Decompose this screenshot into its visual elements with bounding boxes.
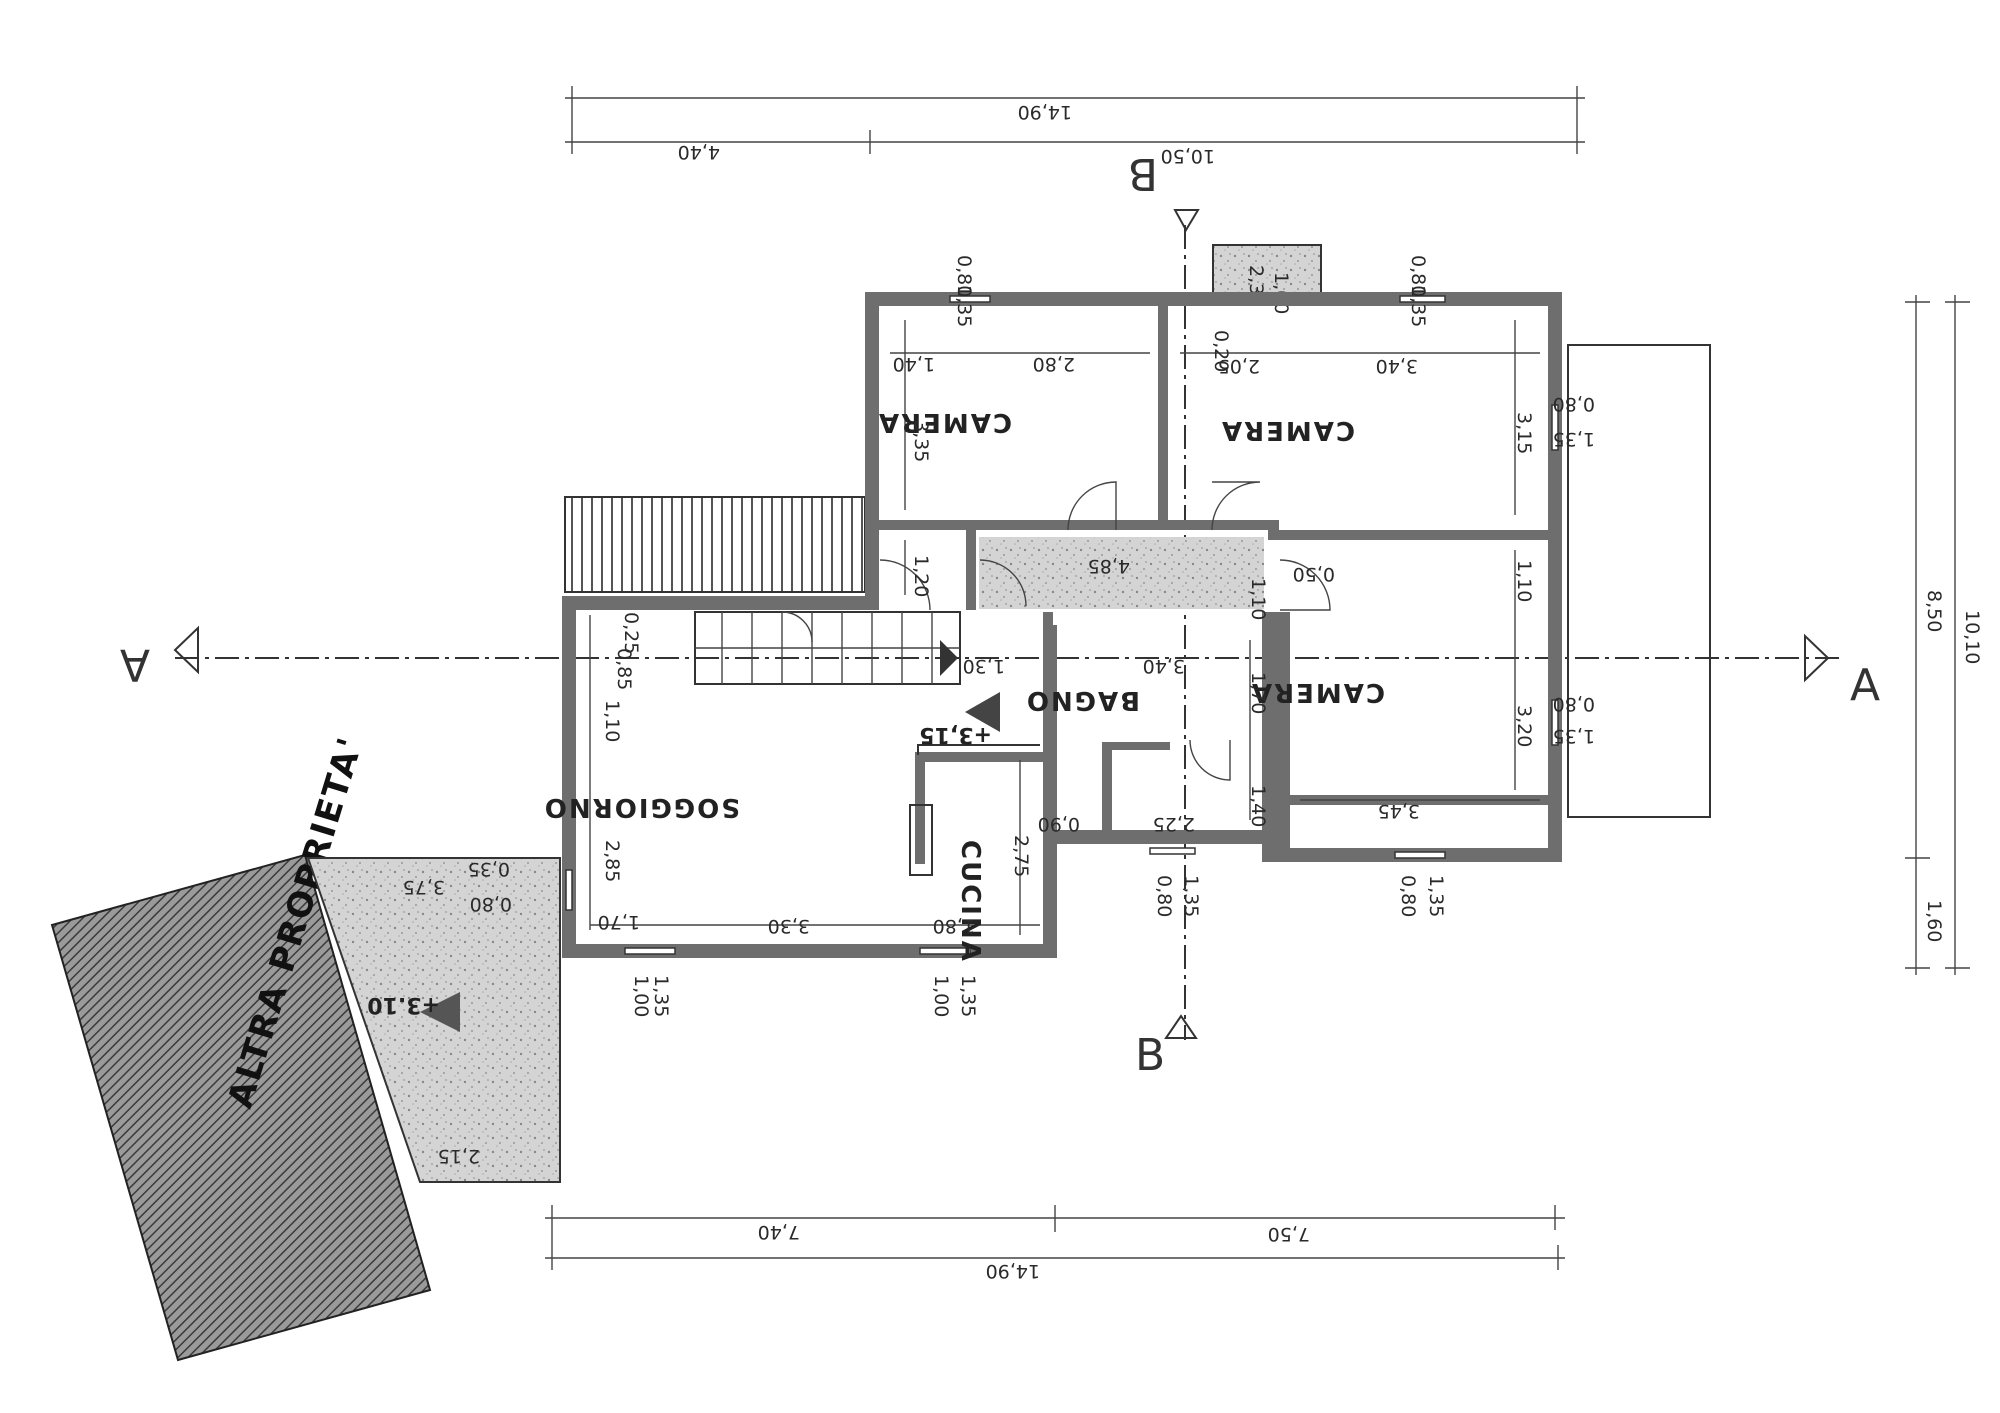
dim-bottom-right: 7,50 [1268, 1223, 1310, 1245]
dim-stair-085: 0,85 [613, 648, 635, 690]
dim-ter-080: 0,80 [470, 893, 512, 915]
dim-right-lower: 1,60 [1923, 900, 1945, 942]
section-a-right: A [1850, 660, 1880, 711]
dim-win-b4-a: 1,00 [930, 975, 952, 1017]
dim-cam2-w2: 3,40 [1376, 355, 1418, 377]
dimension-labels: 0,80 1,35 0,80 1,35 1,40 2,80 3,35 0,20 … [598, 255, 1595, 1017]
dim-stair-130: 1,30 [963, 655, 1005, 677]
dim-win-b2-b: 1,35 [1425, 875, 1447, 917]
dim-liv-180: 1,80 [933, 915, 975, 937]
dim-liv-170: 1,70 [598, 911, 640, 933]
dim-cuc-275: 2,75 [1010, 835, 1032, 877]
dim-corr-110a: 1,10 [1247, 578, 1269, 620]
corridor [979, 537, 1264, 609]
dim-cam1-h: 3,35 [910, 420, 932, 462]
room-camera-top-left: CAMERA [877, 407, 1012, 437]
dim-win-r2-a: 0,80 [1553, 693, 1595, 715]
dim-win-b4-b: 1,35 [957, 975, 979, 1017]
dim-corr-120: 1,20 [910, 555, 932, 597]
dim-win-b1-a: 0,80 [1153, 875, 1175, 917]
dim-bagno-340: 3,40 [1143, 655, 1185, 677]
dim-right-outer: 10,10 [1961, 610, 1983, 664]
dim-win-r1-a: 0,80 [1553, 393, 1595, 415]
dim-cam1-w2: 2,80 [1033, 353, 1075, 375]
walls [562, 292, 1562, 958]
dim-win-top1-b: 1,35 [953, 285, 975, 327]
terrace: +3.10 3,75 0,35 0,80 2,15 [306, 857, 561, 1183]
dim-win-top2-a: 0,80 [1407, 255, 1429, 297]
room-cucina: CUCINA [955, 840, 985, 963]
dim-top-left: 4,40 [678, 141, 720, 163]
dim-bottom-left: 7,40 [758, 1221, 800, 1243]
dim-win-b1-b: 1,35 [1180, 875, 1202, 917]
dim-top-total: 14,90 [1018, 101, 1072, 123]
room-bagno: BAGNO [1025, 685, 1140, 715]
dim-bagno-140: 1,40 [1247, 785, 1269, 827]
section-a-left: A [120, 639, 150, 690]
dim-stair-025: 0,25 [620, 612, 642, 654]
dim-win-b2-a: 0,80 [1397, 875, 1419, 917]
dim-top-right: 10,50 [1161, 145, 1215, 167]
dim-liv-110: 1,10 [601, 700, 623, 742]
dim-ter-375: 3,75 [403, 876, 445, 898]
dim-bagno-170: 1,70 [1247, 672, 1269, 714]
dim-win-b3-b: 1,35 [650, 975, 672, 1017]
terrace-level: +3.10 [367, 992, 440, 1017]
dim-win-top1-a: 0,80 [953, 255, 975, 297]
dim-cam1-w1: 1,40 [893, 353, 935, 375]
dim-ter-035: 0,35 [468, 858, 510, 880]
dim-cam3-h: 3,20 [1513, 705, 1535, 747]
dim-win-b3-a: 1,00 [630, 975, 652, 1017]
dim-bagno-225: 2,25 [1153, 813, 1195, 835]
dim-right-inner: 8,50 [1923, 590, 1945, 632]
interior-dim-lines [589, 320, 1540, 935]
dim-corr-len: 4,85 [1088, 555, 1130, 577]
dim-cam3-w: 3,45 [1378, 800, 1420, 822]
dim-win-top2-b: 1,35 [1407, 285, 1429, 327]
kitchen-counter [909, 744, 1040, 876]
dim-corr-110b: 1,10 [1513, 560, 1535, 602]
living-level: +3,15 [919, 722, 992, 747]
section-axes: A A B B [120, 148, 1880, 1081]
dim-liv-285: 2,85 [601, 840, 623, 882]
dim-wall-020: 0,20 [1210, 330, 1232, 372]
dim-cam2-h: 3,15 [1513, 412, 1535, 454]
top-dimensions: 14,90 4,40 10,50 [565, 86, 1585, 167]
dim-door-050: 0,50 [1293, 563, 1335, 585]
dim-ter-215: 2,15 [438, 1145, 480, 1167]
bottom-dimensions: 7,40 7,50 14,90 [545, 1205, 1565, 1282]
room-camera-top-right: CAMERA [1220, 415, 1355, 445]
dim-liv-330: 3,30 [768, 915, 810, 937]
section-b-bottom: B [1135, 1030, 1165, 1081]
internal-stair [694, 611, 961, 685]
external-stair [564, 496, 866, 593]
room-camera-bottom-right: CAMERA [1250, 677, 1385, 707]
living-level-arrow [965, 692, 1000, 732]
dim-win-r1-b: 1,35 [1553, 428, 1595, 450]
balcony [1567, 344, 1711, 818]
dim-bagno-090: 0,90 [1038, 813, 1080, 835]
section-b-top: B [1128, 148, 1158, 199]
dim-cam2-w1: 2,05 [1218, 355, 1260, 377]
door-swings [781, 481, 1331, 781]
right-dimensions: 8,50 10,10 1,60 [1905, 295, 1983, 975]
dim-bottom-total: 14,90 [986, 1260, 1040, 1282]
windows [565, 295, 1559, 955]
room-soggiorno: SOGGIORNO [543, 792, 740, 822]
dim-win-r2-b: 1,35 [1553, 725, 1595, 747]
